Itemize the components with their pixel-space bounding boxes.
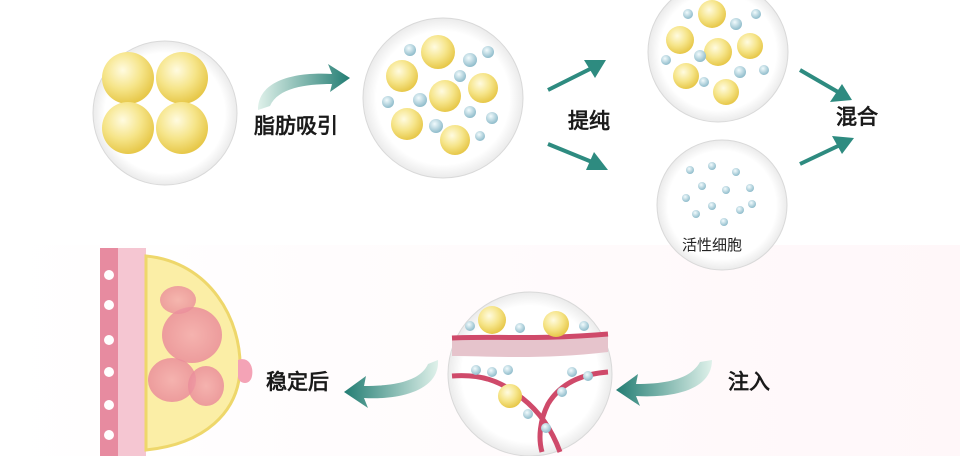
breast-illustration bbox=[100, 248, 253, 456]
fat-cell bbox=[156, 52, 208, 104]
mix-arrow-top bbox=[798, 68, 852, 102]
label-purify: 提纯 bbox=[568, 109, 610, 133]
injected-tissue-circle bbox=[447, 291, 613, 456]
suction-arrow bbox=[258, 64, 350, 110]
label-stable: 稳定后 bbox=[266, 370, 329, 394]
label-active-cells: 活性细胞 bbox=[682, 236, 743, 254]
fat-cell bbox=[102, 102, 154, 154]
suctioned-fat-circle bbox=[362, 17, 524, 179]
fat-tissue-circle bbox=[92, 40, 238, 186]
mix-arrow-bottom bbox=[799, 136, 854, 166]
fat-cell bbox=[102, 52, 154, 104]
stable-arrow bbox=[344, 360, 439, 408]
purified-fat-circle bbox=[647, 0, 789, 123]
fat-cell bbox=[156, 102, 208, 154]
active-cells-circle bbox=[656, 139, 788, 271]
label-suction: 脂肪吸引 bbox=[254, 114, 338, 138]
purify-arrow-up bbox=[547, 60, 606, 92]
label-inject: 注入 bbox=[728, 370, 770, 394]
label-mix: 混合 bbox=[836, 105, 878, 129]
purify-arrow-down bbox=[547, 142, 608, 170]
inject-arrow bbox=[616, 360, 712, 406]
